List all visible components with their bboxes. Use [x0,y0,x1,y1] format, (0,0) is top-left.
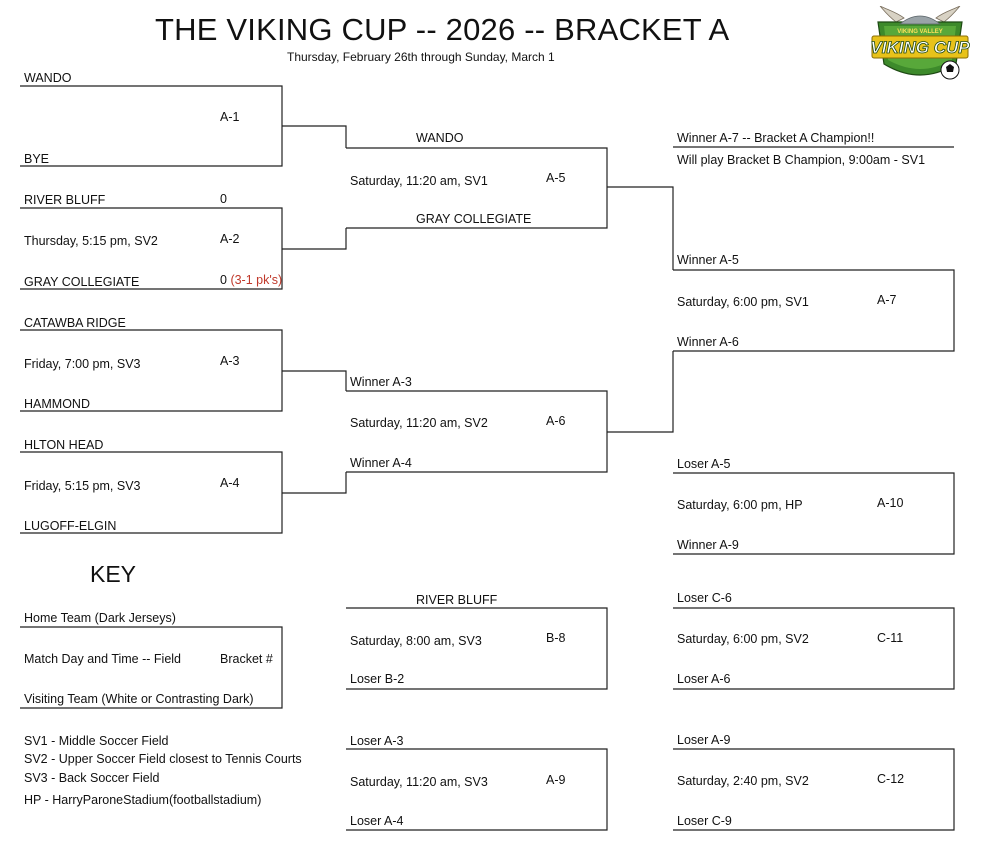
viking-cup-logo: VIKING VALLEY VIKING CUP [866,5,974,91]
a4-top-team: HLTON HEAD [24,438,104,452]
a2-top-team: RIVER BLUFF [24,193,106,207]
key-home-team: Home Team (Dark Jerseys) [24,611,176,625]
a9-code: A-9 [546,773,566,787]
b8-bottom-team: Loser B-2 [350,672,405,686]
champion-line: Winner A-7 -- Bracket A Champion!! [677,131,875,145]
a2-top-score: 0 [220,192,227,206]
c11-code: C-11 [877,631,904,645]
a10-top-team: Loser A-5 [677,457,731,471]
a3-top-team: CATAWBA RIDGE [24,316,126,330]
key-visiting-team: Visiting Team (White or Contrasting Dark… [24,692,254,706]
c12-code: C-12 [877,772,905,786]
key-match-time: Match Day and Time -- Field [24,652,181,666]
a7-bottom-team: Winner A-6 [677,335,739,349]
page-title: THE VIKING CUP -- 2026 -- BRACKET A [155,12,730,47]
b8-top-team: RIVER BLUFF [416,593,498,607]
c11-bottom-team: Loser A-6 [677,672,731,686]
a1-bottom-team: BYE [24,152,50,166]
logo-top-text: VIKING VALLEY [897,29,943,35]
a5-code: A-5 [546,171,566,185]
a4-code: A-4 [220,476,240,490]
b8-time: Saturday, 8:00 am, SV3 [350,634,482,648]
a4-bottom-team: LUGOFF-ELGIN [24,519,117,533]
a2-time: Thursday, 5:15 pm, SV2 [24,234,158,248]
a2-bottom-score-group: 0 (3-1 pk's) [220,273,282,287]
c12-time: Saturday, 2:40 pm, SV2 [677,774,809,788]
a2-bottom-score: 0 [220,273,227,287]
a10-time: Saturday, 6:00 pm, HP [677,498,803,512]
a10-code: A-10 [877,496,904,510]
a3-code: A-3 [220,354,240,368]
a1-top-team: WANDO [24,71,72,85]
a9-bottom-team: Loser A-4 [350,814,404,828]
a9-top-team: Loser A-3 [350,734,404,748]
a1-code: A-1 [220,110,240,124]
logo-main-text: VIKING CUP [870,38,970,57]
a2-pk-note: (3-1 pk's) [230,273,283,287]
c11-top-team: Loser C-6 [677,591,732,605]
a3-time: Friday, 7:00 pm, SV3 [24,357,141,371]
a6-bottom-team: Winner A-4 [350,456,412,470]
key-heading: KEY [90,561,137,587]
key-field-sv3: SV3 - Back Soccer Field [24,771,160,785]
a5-top-team: WANDO [416,131,464,145]
a6-time: Saturday, 11:20 am, SV2 [350,416,488,430]
c11-time: Saturday, 6:00 pm, SV2 [677,632,809,646]
a5-bottom-team: GRAY COLLEGIATE [416,212,532,226]
a7-time: Saturday, 6:00 pm, SV1 [677,295,809,309]
a5-time: Saturday, 11:20 am, SV1 [350,174,488,188]
c12-top-team: Loser A-9 [677,733,731,747]
a2-bottom-team: GRAY COLLEGIATE [24,275,140,289]
page-subtitle: Thursday, February 26th through Sunday, … [287,50,555,64]
a6-top-team: Winner A-3 [350,375,412,389]
a6-code: A-6 [546,414,566,428]
champion-note: Will play Bracket B Champion, 9:00am - S… [677,153,926,167]
b8-code: B-8 [546,631,566,645]
a7-code: A-7 [877,293,897,307]
a2-code: A-2 [220,232,240,246]
a7-top-team: Winner A-5 [677,253,739,267]
a4-time: Friday, 5:15 pm, SV3 [24,479,141,493]
a3-bottom-team: HAMMOND [24,397,90,411]
a10-bottom-team: Winner A-9 [677,538,739,552]
key-field-sv2: SV2 - Upper Soccer Field closest to Tenn… [24,752,302,766]
c12-bottom-team: Loser C-9 [677,814,732,828]
key-bracket-number: Bracket # [220,652,273,666]
key-field-sv1: SV1 - Middle Soccer Field [24,734,169,748]
a9-time: Saturday, 11:20 am, SV3 [350,775,488,789]
key-field-hp: HP - HarryParoneStadium(footballstadium) [24,793,262,807]
